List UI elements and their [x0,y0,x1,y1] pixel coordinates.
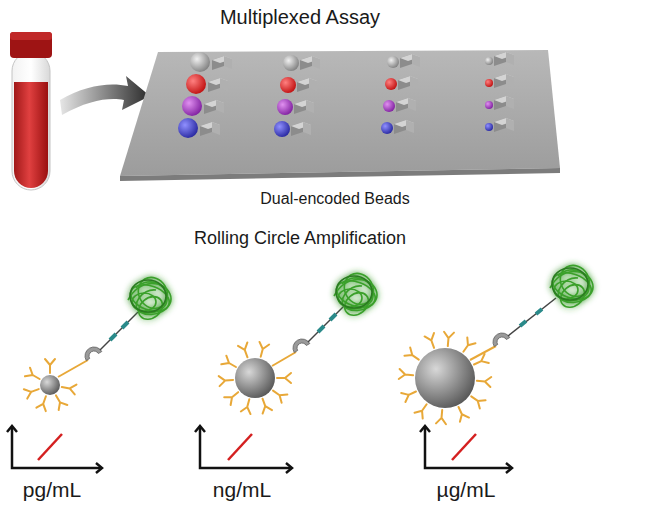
unit-label: ng/mL [213,478,271,502]
unit-label: pg/mL [23,478,81,502]
section-label: Dual-encoded Beads [260,190,409,208]
unit-label: µg/mL [437,478,496,502]
title-text: Multiplexed Assay [220,6,380,29]
section-heading: Rolling Circle Amplification [194,228,406,249]
